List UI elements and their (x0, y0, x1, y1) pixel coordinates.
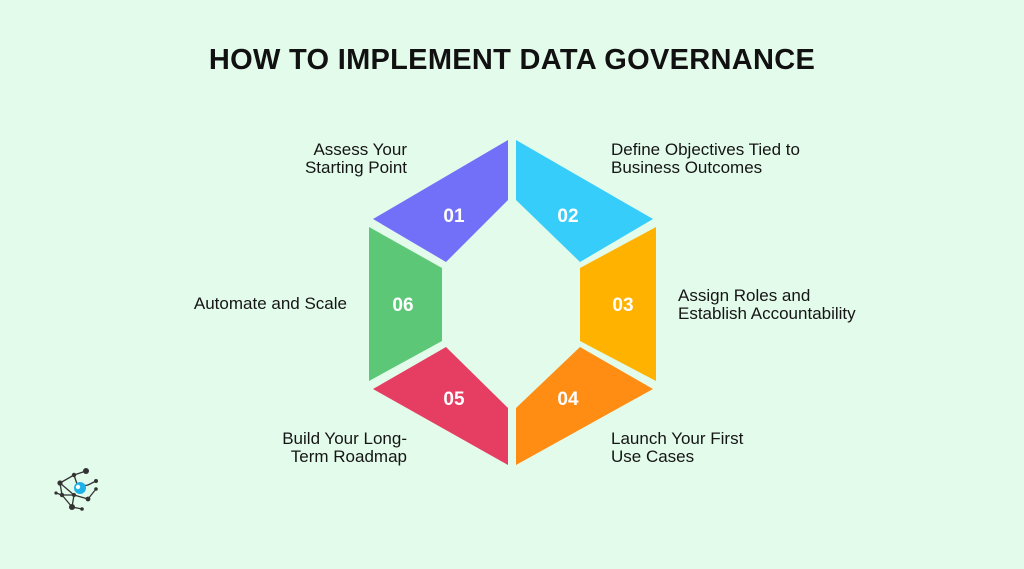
network-nodes-logo-icon (54, 468, 98, 511)
segment-05 (373, 347, 508, 465)
segment-01 (373, 140, 508, 262)
segment-04 (516, 347, 653, 465)
segment-03 (580, 227, 656, 381)
step-number-02: 02 (557, 206, 578, 227)
segment-02 (516, 140, 653, 262)
step-label-06: Automate and Scale (193, 294, 347, 313)
step-label-05: Build Your Long-Term Roadmap (282, 429, 407, 466)
step-number-04: 04 (557, 389, 579, 410)
step-number-05: 05 (443, 389, 465, 410)
step-number-01: 01 (443, 206, 465, 227)
step-number-06: 06 (392, 295, 413, 316)
step-number-03: 03 (612, 295, 633, 316)
segment-06 (369, 227, 442, 381)
page-title: HOW TO IMPLEMENT DATA GOVERNANCE (208, 44, 816, 76)
